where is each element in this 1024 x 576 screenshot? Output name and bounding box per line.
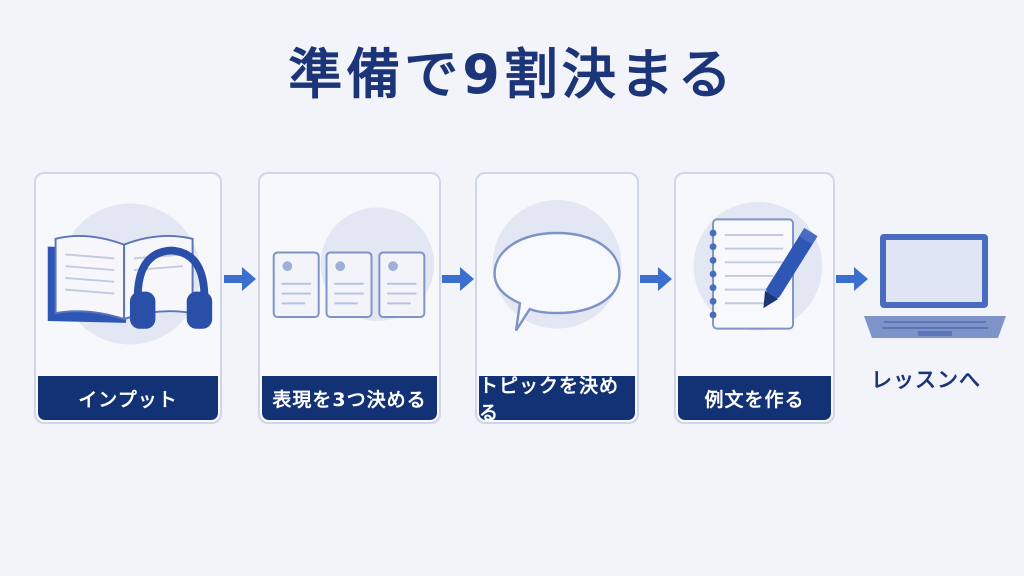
- notepad-pen-icon: [676, 174, 833, 374]
- arrow-right-icon: [224, 267, 256, 291]
- step-card-input: インプット: [34, 172, 222, 424]
- step-label: インプット: [38, 376, 218, 420]
- speech-bubble-icon: [477, 174, 637, 374]
- step-card-topic: トピックを決める: [475, 172, 639, 424]
- page-title: 準備で9割決まる: [288, 43, 736, 106]
- final-step-label: レッスンへ: [871, 368, 981, 392]
- step-card-expressions: 表現を3つ決める: [258, 172, 441, 424]
- step-label: トピックを決める: [479, 375, 635, 424]
- book-and-headphones-icon: [36, 174, 220, 374]
- arrow-right-icon: [836, 267, 868, 291]
- laptop-icon: [864, 234, 1006, 338]
- step-label: 表現を3つ決める: [262, 376, 437, 420]
- three-cards-icon: [260, 174, 439, 374]
- arrow-right-icon: [640, 267, 672, 291]
- step-label: 例文を作る: [678, 376, 831, 420]
- arrow-right-icon: [442, 267, 474, 291]
- step-card-example: 例文を作る: [674, 172, 835, 424]
